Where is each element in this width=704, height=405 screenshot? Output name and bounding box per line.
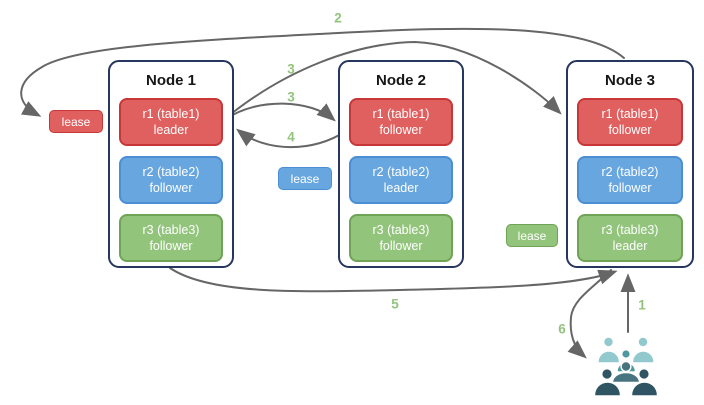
replica-role: follower	[149, 239, 193, 253]
client-users-icon	[593, 336, 659, 397]
node-3: Node 3 r1 (table1) follower r2 (table2) …	[566, 60, 694, 268]
arrow-step-3-leader-to-node2	[225, 102, 336, 122]
replica-name: r3 (table3)	[372, 222, 430, 237]
arrow-step-3-leader-to-node3	[225, 40, 562, 119]
lease-tag-table3: lease	[506, 224, 558, 247]
replica-role: leader	[153, 123, 189, 137]
step-label-3a: 3	[287, 61, 295, 77]
arrow-step-4-node2-to-leader	[235, 128, 347, 149]
node-title: Node 3	[604, 72, 655, 89]
node-2-replica-r2: r2 (table2) leader	[349, 156, 453, 204]
arrow-step-2-node3-to-lease	[20, 27, 625, 117]
node-1-replica-r1: r1 (table1) leader	[119, 98, 223, 146]
replica-role: follower	[379, 123, 423, 137]
replica-role: follower	[149, 181, 193, 195]
node-1-replica-r3: r3 (table3) follower	[119, 214, 223, 262]
node-3-replica-r2: r2 (table2) follower	[577, 156, 683, 204]
replica-name: r1 (table1)	[372, 106, 430, 121]
node-1-replica-r2: r2 (table2) follower	[119, 156, 223, 204]
replica-name: r3 (table3)	[601, 222, 659, 237]
replica-list: r1 (table1) follower r2 (table2) leader …	[340, 90, 462, 262]
node-3-replica-r3: r3 (table3) leader	[577, 214, 683, 262]
arrow-step-6-node3-to-client	[567, 269, 612, 359]
node-title: Node 1	[145, 72, 196, 89]
replica-role: leader	[383, 181, 419, 195]
replica-role: follower	[608, 123, 652, 137]
lease-tag-table1: lease	[49, 110, 103, 133]
lease-tag-table2: lease	[278, 167, 332, 190]
step-label-4: 4	[287, 129, 295, 145]
replica-name: r1 (table1)	[142, 106, 200, 121]
replica-list: r1 (table1) follower r2 (table2) followe…	[568, 90, 692, 262]
node-3-replica-r1: r1 (table1) follower	[577, 98, 683, 146]
step-label-5: 5	[391, 296, 399, 312]
replica-role: follower	[608, 181, 652, 195]
arrow-step-5-node1-to-node3	[169, 267, 618, 293]
node-2-replica-r1: r1 (table1) follower	[349, 98, 453, 146]
replica-name: r2 (table2)	[601, 164, 659, 179]
replica-role: follower	[379, 239, 423, 253]
node-2-replica-r3: r3 (table3) follower	[349, 214, 453, 262]
step-label-2: 2	[334, 10, 342, 26]
replica-list: r1 (table1) leader r2 (table2) follower …	[110, 90, 232, 262]
step-label-3b: 3	[287, 89, 295, 105]
node-2: Node 2 r1 (table1) follower r2 (table2) …	[338, 60, 464, 268]
replica-name: r3 (table3)	[142, 222, 200, 237]
node-1: Node 1 r1 (table1) leader r2 (table2) fo…	[108, 60, 234, 268]
replica-name: r1 (table1)	[601, 106, 659, 121]
node-title: Node 2	[375, 72, 426, 89]
step-label-6: 6	[558, 321, 566, 337]
replica-name: r2 (table2)	[372, 164, 430, 179]
replica-name: r2 (table2)	[142, 164, 200, 179]
replica-role: leader	[612, 239, 648, 253]
step-label-1: 1	[638, 297, 646, 313]
